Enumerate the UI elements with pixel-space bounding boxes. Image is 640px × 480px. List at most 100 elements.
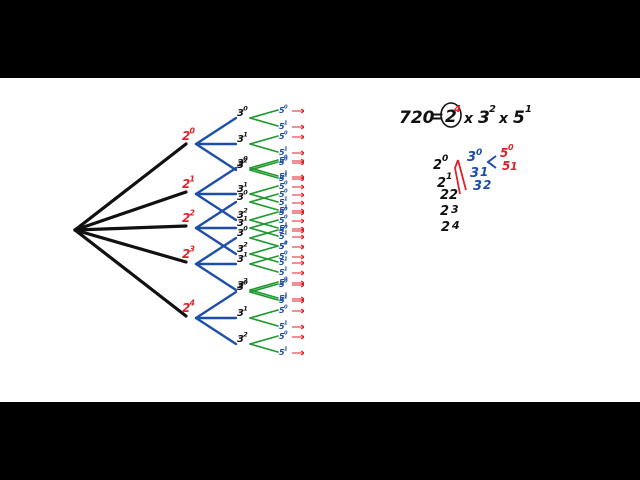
level3-node-base: 5	[279, 268, 285, 277]
level2-node-exp: 1	[243, 305, 248, 313]
arrow-head	[300, 234, 304, 240]
level3-node-exp: 1	[284, 321, 288, 327]
arrow-head	[300, 218, 304, 224]
level2-node-exp: 0	[243, 189, 248, 197]
level2-node-base: 3	[237, 228, 244, 239]
level2-node-exp: 2	[243, 331, 248, 339]
level2-node-base: 3	[237, 218, 244, 229]
level2-branch	[249, 211, 279, 221]
level2-branch	[249, 309, 279, 319]
level3-node-exp: 0	[284, 157, 288, 163]
level3-node-base: 5	[279, 226, 285, 235]
level3-node-base: 5	[279, 242, 285, 251]
level3-node-base: 5	[279, 224, 285, 233]
level3-node-exp: 0	[284, 215, 288, 221]
level3-node-base: 5	[279, 232, 285, 241]
level1-branch	[194, 236, 238, 266]
level2-branch	[249, 227, 279, 237]
level2-branch	[249, 237, 279, 247]
level2-branch	[249, 263, 279, 273]
level2-node-base: 3	[237, 184, 244, 195]
level3-node-exp: 0	[284, 279, 288, 285]
level3-node-base: 5	[279, 332, 285, 341]
level3-node-exp: 1	[284, 171, 288, 177]
level1-branch	[194, 192, 238, 222]
level1-node-base: 2	[182, 211, 190, 225]
level2-node-base: 3	[237, 160, 244, 171]
arrow-head	[300, 244, 304, 250]
arrow-head	[300, 158, 304, 164]
level3-node-exp: 1	[284, 173, 288, 179]
level1-node-base: 2	[182, 177, 190, 191]
level3-node-exp: 0	[284, 305, 288, 311]
level3-node-exp: 1	[284, 205, 288, 211]
level2-node-exp: 2	[243, 241, 248, 249]
arrow-head	[300, 184, 304, 190]
level3-node-exp: 1	[284, 231, 288, 237]
arrow-head	[300, 176, 304, 182]
level2-branch	[249, 343, 279, 353]
level3-node-exp: 0	[284, 241, 288, 247]
level2-node-exp: 1	[243, 251, 248, 259]
level3-node-base: 5	[279, 190, 285, 199]
level2-node-base: 3	[237, 210, 244, 221]
level2-branch	[249, 317, 279, 327]
level3-node-base: 5	[279, 306, 285, 315]
trunk-branch	[73, 190, 188, 232]
level3-node-exp: 0	[284, 155, 288, 161]
level3-node-base: 5	[279, 132, 285, 141]
level3-node-base: 5	[279, 294, 285, 303]
level3-node-exp: 0	[284, 105, 288, 111]
level3-node-exp: 0	[284, 207, 288, 213]
level1-node-exp: 0	[189, 126, 195, 135]
level3-node-exp: 0	[284, 331, 288, 337]
level3-node-base: 5	[279, 198, 285, 207]
level2-branch	[249, 159, 279, 169]
level1-branch	[194, 200, 238, 230]
level1-branch	[194, 116, 238, 146]
level3-node-base: 5	[279, 242, 285, 251]
level2-branch	[249, 335, 279, 345]
level2-branch	[249, 185, 279, 195]
level3-node-exp: 0	[284, 277, 288, 283]
level3-node-exp: 1	[284, 293, 288, 299]
arrow-head	[300, 324, 304, 330]
level3-node-exp: 1	[284, 147, 288, 153]
level2-node-exp: 2	[243, 157, 248, 165]
level3-node-base: 5	[279, 278, 285, 287]
level2-node-exp: 2	[243, 277, 248, 285]
level2-branch	[249, 167, 279, 177]
level3-node-base: 5	[279, 156, 285, 165]
arrow-head	[300, 192, 304, 198]
level3-node-exp: 0	[284, 251, 288, 257]
arrow-head	[300, 134, 304, 140]
trunk-branch	[73, 228, 188, 318]
level3-node-exp: 0	[284, 189, 288, 195]
level2-branch	[249, 193, 279, 203]
arrow-head	[300, 108, 304, 114]
level2-node-exp: 0	[243, 225, 248, 233]
level2-node-base: 3	[237, 308, 244, 319]
arrow-head	[300, 260, 304, 266]
level3-node-exp: 1	[284, 295, 288, 301]
level2-branch	[249, 283, 279, 293]
level2-node-exp: 1	[243, 215, 248, 223]
tree-group	[73, 108, 304, 356]
level1-node-exp: 2	[189, 208, 194, 217]
level1-node-base: 2	[182, 247, 190, 261]
arrow-head	[300, 254, 304, 260]
arrow-head	[300, 208, 304, 214]
level3-node-base: 5	[279, 280, 285, 289]
level2-node-base: 3	[237, 254, 244, 265]
level1-node-exp: 3	[189, 244, 194, 253]
level2-branch	[249, 229, 279, 239]
level2-node-exp: 1	[243, 181, 248, 189]
level2-node-exp: 0	[243, 105, 248, 113]
level3-node-base: 5	[279, 172, 285, 181]
level1-branch	[194, 226, 238, 256]
trunk-branch	[73, 224, 188, 232]
level2-node-exp: 0	[243, 279, 248, 287]
level2-branch	[249, 143, 279, 153]
